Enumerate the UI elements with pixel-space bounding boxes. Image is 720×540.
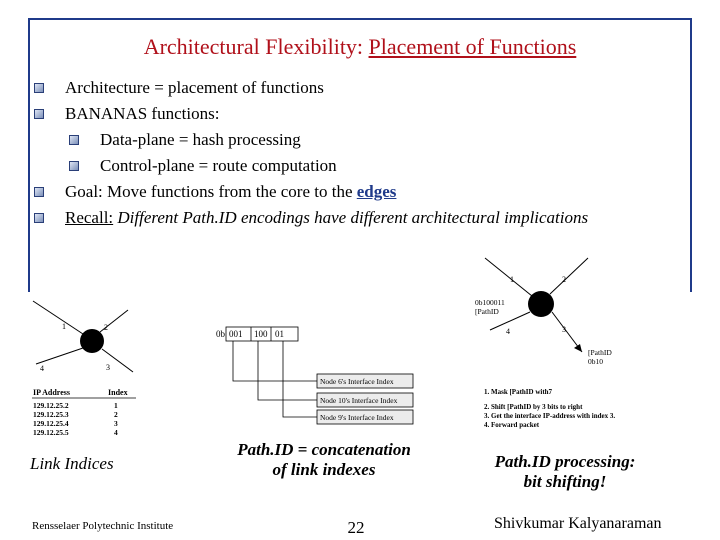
link-line [99,309,129,333]
connector-line [257,341,317,401]
index-box [316,409,414,425]
arrowhead-icon [574,344,582,352]
node-label: 3 [562,325,566,334]
link-line [551,311,583,353]
edges-link[interactable]: edges [356,182,397,201]
square-bullet-icon [34,109,44,119]
index-box-label: Node 9's Interface Index [320,413,394,422]
processing-caption: Path.ID processing: bit shifting! [470,452,660,492]
sub-bullet-item: Control-plane = route computation [34,153,694,179]
pathid-encoding-figure: 0b 001 100 01 Node 6's Interface Index N… [216,326,414,425]
bullet-text: BANANAS functions: [65,104,220,123]
page-number: 22 [347,518,365,537]
bullet-item: Goal: Move functions from the core to th… [34,179,694,205]
node-label: 4 [40,364,44,373]
index-box [316,373,414,389]
table-cell: 1 [114,401,118,410]
bit-group: 100 [254,329,268,339]
index-box-label: Node 10's Interface Index [320,396,398,405]
table-header: IP Address [33,388,70,397]
table-cell: 129.12.25.4 [33,419,69,428]
caption-line: of link indexes [272,460,376,479]
bit-group: 01 [275,329,284,339]
caption-line: bit shifting! [523,472,607,491]
square-bullet-icon [34,83,44,93]
processing-step: 1. Mask [PathID with7 [484,388,553,396]
pathid-processing-figure: 1 2 3 4 0b100011 [PathID [PathID 0b10 1.… [475,257,615,429]
table-cell: 4 [114,428,118,437]
caption-line: Path.ID processing: [494,452,636,471]
node-label: 2 [104,323,108,332]
node-label: 1 [62,322,66,331]
processing-step: 2. Shift [PathID by 3 bits to right [484,403,583,411]
caption-line: Path.ID = concatenation [237,440,411,459]
router-node [528,291,554,317]
table-header: Index [108,388,128,397]
pathid-label: [PathID [475,307,499,316]
bullet-item: Recall: Different Path.ID encodings have… [34,205,694,231]
title-part-b: Placement of Functions [368,34,577,59]
footer-institute: Rensselaer Polytechnic Institute [32,520,174,532]
slide-title: Architectural Flexibility: Placement of … [0,34,720,60]
router-node [80,329,104,353]
table-cell: 2 [114,410,118,419]
square-bullet-icon [34,187,44,197]
table-cell: 129.12.25.3 [33,410,69,419]
bullet-item: BANANAS functions: [34,101,694,127]
bullet-item: Architecture = placement of functions [34,75,694,101]
table-cell: 129.12.25.2 [33,401,69,410]
bullet-text: Architecture = placement of functions [65,78,324,97]
table-cell: 129.12.25.5 [33,428,69,437]
bullet-text: Different Path.ID encodings have differe… [117,208,589,227]
connector-line [282,341,317,418]
link-line [484,257,533,297]
index-box [316,392,414,408]
pathid-value: 0b100011 [475,298,505,307]
processing-step: 4. Forward packet [484,421,540,429]
link-line [489,311,531,331]
bits-box [225,326,299,342]
square-bullet-icon [34,213,44,223]
node-label: 3 [106,363,110,372]
square-bullet-icon [69,135,79,145]
slide-frame-top [28,18,692,20]
node-label: 2 [562,275,566,284]
link-indices-caption: Link Indices [30,454,114,473]
bit-group: 001 [229,329,243,339]
link-line [32,300,84,335]
square-bullet-icon [69,161,79,171]
bullet-text: Goal: Move functions from the core to th… [65,182,353,201]
node-label: 1 [510,275,514,284]
slide-frame-right [690,18,692,292]
link-line [35,347,84,365]
node-label: 4 [506,327,510,336]
sub-bullet-item: Data-plane = hash processing [34,127,694,153]
pathid-label: [PathID [588,348,612,357]
link-index-figure: 1 2 3 4 IP Address Index 129.12.25.2 1 1… [32,300,136,437]
pathid-value: 0b10 [588,357,603,366]
bullet-list: Architecture = placement of functions BA… [34,75,694,231]
processing-step: 3. Get the interface IP-address with ind… [484,412,615,420]
footer-author: Shivkumar Kalyanaraman [494,515,662,532]
connector-line [232,341,317,382]
link-line [101,348,134,373]
bits-prefix: 0b [216,329,226,339]
link-line [549,257,589,295]
bullet-label: Recall: [65,208,114,227]
bullet-text: Control-plane = route computation [100,156,337,175]
table-cell: 3 [114,419,118,428]
index-box-label: Node 6's Interface Index [320,377,394,386]
slide-frame-left [28,18,30,292]
bullet-text: Data-plane = hash processing [100,130,301,149]
concatenation-caption: Path.ID = concatenation of link indexes [214,440,434,480]
title-part-a: Architectural Flexibility: [143,34,364,59]
